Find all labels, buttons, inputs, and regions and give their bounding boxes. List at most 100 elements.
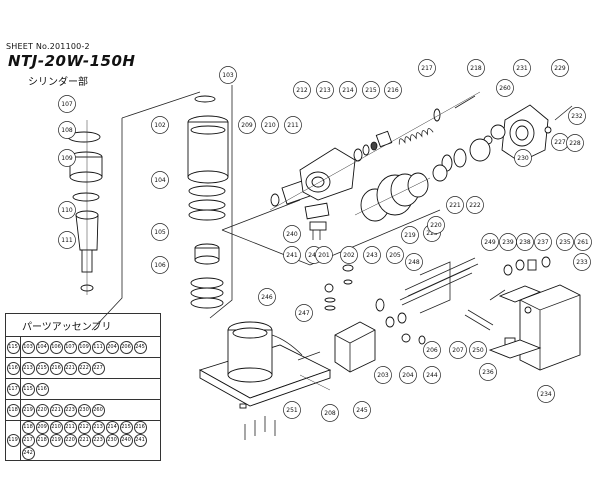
part-216-spring: [398, 128, 434, 145]
part-244: [401, 333, 411, 343]
callout-247: 247: [295, 304, 313, 322]
part-260: [490, 124, 506, 140]
part-221: [432, 164, 448, 182]
assembly-part-109: 109: [77, 340, 91, 354]
part-106-seal: [190, 277, 224, 289]
part-201: [324, 283, 334, 293]
callout-213: 213: [316, 81, 334, 99]
part-234-base: [488, 339, 542, 359]
assembly-part-215: 215: [119, 421, 133, 434]
assembly-part-106: 106: [49, 340, 63, 354]
assembly-part-107: 107: [63, 340, 77, 354]
assembly-part-104: 104: [35, 340, 49, 354]
svg-text:230: 230: [517, 155, 529, 162]
callout-109: 109: [58, 149, 76, 167]
assembly-part-223: 223: [63, 403, 77, 417]
part-240-block: [304, 202, 330, 220]
svg-text:239: 239: [502, 239, 514, 246]
part-238: [515, 259, 525, 271]
svg-text:238: 238: [519, 239, 531, 246]
assembly-part-216: 216: [133, 421, 147, 434]
callout-202: 202: [340, 246, 358, 264]
assembly-part-215: 215: [35, 361, 49, 375]
callout-209: 209: [238, 116, 256, 134]
callout-207: 207: [449, 341, 467, 359]
part-232-pin: [554, 105, 573, 121]
callout-208: 208: [321, 404, 339, 422]
part-229-screw: [544, 126, 552, 134]
svg-text:104: 104: [154, 177, 166, 184]
callout-244: 244: [423, 366, 441, 384]
tank-group: [488, 256, 581, 371]
svg-text:228: 228: [569, 140, 581, 147]
assembly-part-204: 204: [105, 340, 119, 354]
svg-text:102: 102: [154, 122, 166, 129]
assembly-part-216: 216: [49, 361, 63, 375]
assembly-part-220: 220: [35, 403, 49, 417]
svg-text:109: 109: [61, 155, 73, 162]
svg-text:221: 221: [449, 202, 461, 209]
callout-240: 240: [283, 225, 301, 243]
callout-107: 107: [58, 95, 76, 113]
callout-238: 238: [516, 233, 534, 251]
svg-text:219: 219: [404, 232, 416, 239]
cylinder-center-group: [187, 95, 229, 309]
callout-231: 231: [513, 59, 531, 77]
part-230: [469, 138, 491, 162]
svg-text:207: 207: [452, 347, 464, 354]
callout-229: 229: [551, 59, 569, 77]
svg-text:245: 245: [356, 407, 368, 414]
svg-text:205: 205: [389, 252, 401, 259]
svg-text:107: 107: [61, 101, 73, 108]
callout-228: 228: [566, 134, 584, 152]
part-202: [342, 264, 354, 272]
assembly-part-230: 230: [105, 434, 119, 447]
callout-246: 246: [258, 288, 276, 306]
part-213: [362, 144, 370, 156]
svg-text:217: 217: [421, 65, 433, 72]
callout-236: 236: [479, 363, 497, 381]
base-group: [198, 321, 332, 440]
svg-text:233: 233: [576, 259, 588, 266]
callout-233: 233: [573, 253, 591, 271]
part-247-fitting: [297, 351, 321, 361]
svg-text:201: 201: [318, 252, 330, 259]
svg-text:249: 249: [484, 239, 496, 246]
sheet-number: SHEET No.201100-2: [6, 42, 90, 51]
callout-235: 235: [556, 233, 574, 251]
callout-110: 110: [58, 201, 76, 219]
callout-248: 248: [405, 253, 423, 271]
callout-201: 201: [315, 246, 333, 264]
callout-106: 106: [151, 256, 169, 274]
part-207-pipe: [399, 267, 473, 306]
assembly-number: 118: [5, 399, 21, 421]
part-217: [433, 108, 441, 122]
svg-text:232: 232: [571, 113, 583, 120]
callout-241: 241: [283, 246, 301, 264]
assembly-part-245: 245: [133, 340, 147, 354]
callout-237: 237: [534, 233, 552, 251]
callout-215: 215: [362, 81, 380, 99]
manifold-group: [334, 257, 494, 373]
assembly-number: 117: [5, 378, 21, 400]
end-cap-group: [432, 104, 573, 182]
small-parts-group: [304, 202, 354, 311]
svg-text:202: 202: [343, 252, 355, 259]
assembly-part-219: 219: [21, 403, 35, 417]
svg-text:108: 108: [61, 127, 73, 134]
assembly-part-212: 212: [77, 421, 91, 434]
callout-230: 230: [514, 149, 532, 167]
svg-text:247: 247: [298, 310, 310, 317]
part-261: [524, 306, 532, 314]
part-243: [375, 298, 385, 312]
callout-216: 216: [384, 81, 402, 99]
svg-text:231: 231: [516, 65, 528, 72]
part-249-fitting: [489, 289, 506, 301]
callout-103: 103: [219, 66, 237, 84]
